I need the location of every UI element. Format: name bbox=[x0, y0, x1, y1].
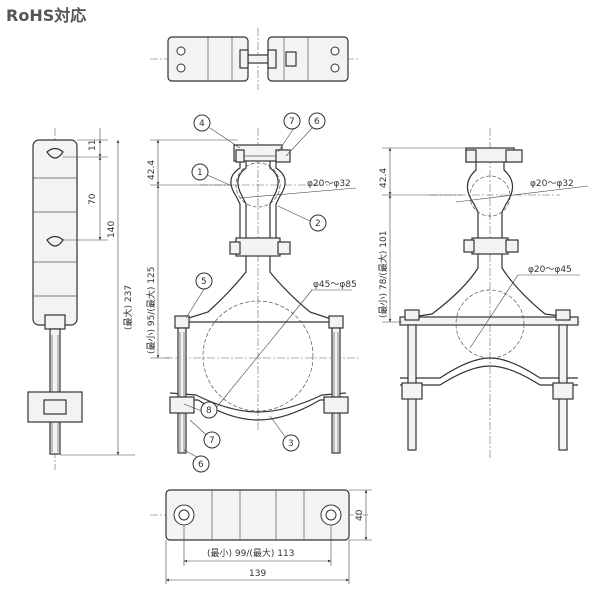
balloon-6-top: 6 bbox=[314, 117, 320, 127]
dim-42-4-right: 42.4 bbox=[379, 168, 389, 188]
dim-pipe-small-right: φ20～φ32 bbox=[530, 179, 574, 189]
dim-pipe-small-left: φ20～φ32 bbox=[307, 179, 351, 189]
balloon-4: 4 bbox=[199, 119, 205, 129]
dim-70: 70 bbox=[88, 193, 98, 205]
center-front-view bbox=[150, 125, 360, 463]
balloon-8: 8 bbox=[206, 406, 212, 416]
right-side-view bbox=[382, 128, 589, 460]
dim-11: 11 bbox=[88, 140, 98, 151]
balloon-7-top: 7 bbox=[289, 117, 295, 127]
rohs-badge: RoHS対応 bbox=[6, 6, 86, 25]
left-side-view bbox=[27, 128, 135, 470]
balloon-5: 5 bbox=[201, 277, 207, 287]
balloon-group bbox=[191, 112, 327, 473]
balloon-3: 3 bbox=[288, 439, 294, 449]
dim-140: 140 bbox=[107, 221, 117, 238]
dim-pipe-large-right: φ20～φ45 bbox=[528, 265, 572, 275]
dim-pipe-large-left: φ45～φ85 bbox=[313, 280, 357, 290]
dim-101: (最小) 78/(最大) 101 bbox=[377, 231, 389, 318]
top-view bbox=[150, 28, 360, 90]
dim-40: 40 bbox=[355, 509, 365, 521]
dim-42-4-left: 42.4 bbox=[147, 160, 157, 180]
balloon-6-bottom: 6 bbox=[198, 460, 204, 470]
balloon-2: 2 bbox=[315, 219, 321, 229]
balloon-1: 1 bbox=[197, 168, 203, 178]
dim-113: (最小) 99/(最大) 113 bbox=[207, 547, 294, 559]
balloon-7-bottom: 7 bbox=[209, 436, 215, 446]
dim-125: (最小) 95/(最大) 125 bbox=[145, 267, 157, 354]
bottom-view bbox=[150, 489, 372, 584]
dim-139: 139 bbox=[249, 569, 266, 579]
dim-237: (最大) 237 bbox=[122, 285, 134, 330]
